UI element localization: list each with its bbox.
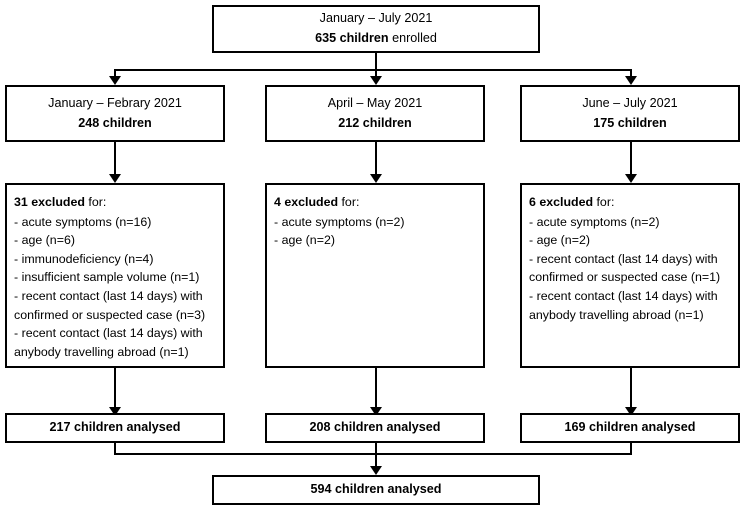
exclusion-reason: - recent contact (last 14 days) with con…: [529, 251, 721, 285]
connector-merge-bus: [114, 453, 632, 455]
exclusion-count-apr-may: 4 excluded: [274, 195, 339, 209]
analysed-label-jun-jul: 169 children analysed: [564, 420, 696, 435]
connector-merge-stub-right: [630, 443, 632, 455]
enrollment-count-suffix: enrolled: [388, 31, 437, 45]
arrowhead-excl-analysed-mid: [370, 407, 382, 416]
arrowhead-period-excl-mid: [370, 174, 382, 183]
period-count-jan-feb: 248 children: [78, 115, 152, 130]
arrowhead-excl-analysed-right: [625, 407, 637, 416]
connector-period-excl-left: [114, 142, 116, 177]
enrollment-period: January – July 2021: [319, 11, 433, 26]
exclusion-reason: - insufficient sample volume (n=1): [14, 270, 200, 285]
connector-excl-analysed-right: [630, 368, 632, 412]
exclusion-head-jun-jul: 6 excluded for:: [529, 193, 731, 212]
connector-enroll-drop-left: [114, 69, 116, 78]
exclusion-head-apr-may: 4 excluded for:: [274, 193, 476, 212]
exclusion-reason: - acute symptoms (n=2): [529, 214, 660, 229]
arrowhead-period-excl-left: [109, 174, 121, 183]
period-box-jun-jul: June – July 2021 175 children: [520, 85, 740, 142]
period-box-apr-may: April – May 2021 212 children: [265, 85, 485, 142]
period-count-apr-may: 212 children: [338, 115, 412, 130]
exclusion-reason: - acute symptoms (n=16): [14, 214, 152, 229]
analysed-box-jan-feb: 217 children analysed: [5, 413, 225, 443]
period-count-jun-jul: 175 children: [593, 115, 667, 130]
exclusion-reason: - recent contact (last 14 days) with any…: [14, 326, 203, 359]
exclusion-reason: - recent contact (last 14 days) with con…: [14, 289, 206, 322]
connector-merge-stub-left: [114, 443, 116, 455]
exclusion-suffix-jun-jul: for:: [593, 195, 615, 209]
arrowhead-excl-analysed-left: [109, 407, 121, 416]
connector-enroll-drop-right: [630, 69, 632, 78]
analysed-label-jan-feb: 217 children analysed: [49, 420, 181, 435]
connector-excl-analysed-mid: [375, 368, 377, 412]
period-label-apr-may: April – May 2021: [327, 95, 423, 110]
period-box-jan-feb: January – Febrary 2021 248 children: [5, 85, 225, 142]
exclusion-suffix-jan-feb: for:: [84, 195, 107, 209]
connector-enroll-bus: [114, 69, 632, 71]
total-analysed-box: 594 children analysed: [212, 475, 540, 505]
connector-period-excl-mid: [375, 142, 377, 177]
exclusion-head-jan-feb: 31 excluded for:: [14, 193, 216, 212]
exclusion-reason: - immunodeficiency (n=4): [14, 251, 154, 266]
exclusion-box-apr-may: 4 excluded for: - acute symptoms (n=2) -…: [265, 183, 485, 368]
arrowhead-enroll-left: [109, 76, 121, 85]
analysed-box-jun-jul: 169 children analysed: [520, 413, 740, 443]
analysed-box-apr-may: 208 children analysed: [265, 413, 485, 443]
exclusion-box-jun-jul: 6 excluded for: - acute symptoms (n=2) -…: [520, 183, 740, 368]
exclusion-reason: - age (n=2): [529, 233, 590, 248]
exclusion-count-jun-jul: 6 excluded: [529, 195, 594, 209]
enrollment-box: January – July 2021 635 children enrolle…: [212, 5, 540, 53]
enrollment-count-line: 635 children enrolled: [315, 29, 437, 49]
period-label-jun-jul: June – July 2021: [582, 95, 678, 110]
exclusion-count-jan-feb: 31 excluded: [14, 195, 85, 209]
exclusion-reason: - recent contact (last 14 days) with any…: [529, 289, 718, 322]
connector-enroll-stem: [375, 53, 377, 69]
connector-excl-analysed-left: [114, 368, 116, 412]
arrowhead-enroll-mid: [370, 76, 382, 85]
connector-period-excl-right: [630, 142, 632, 177]
exclusion-reason: - acute symptoms (n=2): [274, 214, 405, 229]
total-analysed-label: 594 children analysed: [310, 482, 442, 497]
exclusion-box-jan-feb: 31 excluded for: - acute symptoms (n=16)…: [5, 183, 225, 368]
connector-enroll-drop-mid: [375, 69, 377, 78]
exclusion-suffix-apr-may: for:: [338, 195, 360, 209]
exclusion-reason: - age (n=6): [14, 233, 75, 248]
arrowhead-total: [370, 466, 382, 475]
enrollment-count: 635 children: [315, 31, 389, 45]
exclusion-reason: - age (n=2): [274, 233, 335, 248]
connector-merge-stem: [375, 443, 377, 471]
period-label-jan-feb: January – Febrary 2021: [48, 95, 182, 110]
arrowhead-enroll-right: [625, 76, 637, 85]
analysed-label-apr-may: 208 children analysed: [309, 420, 441, 435]
arrowhead-period-excl-right: [625, 174, 637, 183]
